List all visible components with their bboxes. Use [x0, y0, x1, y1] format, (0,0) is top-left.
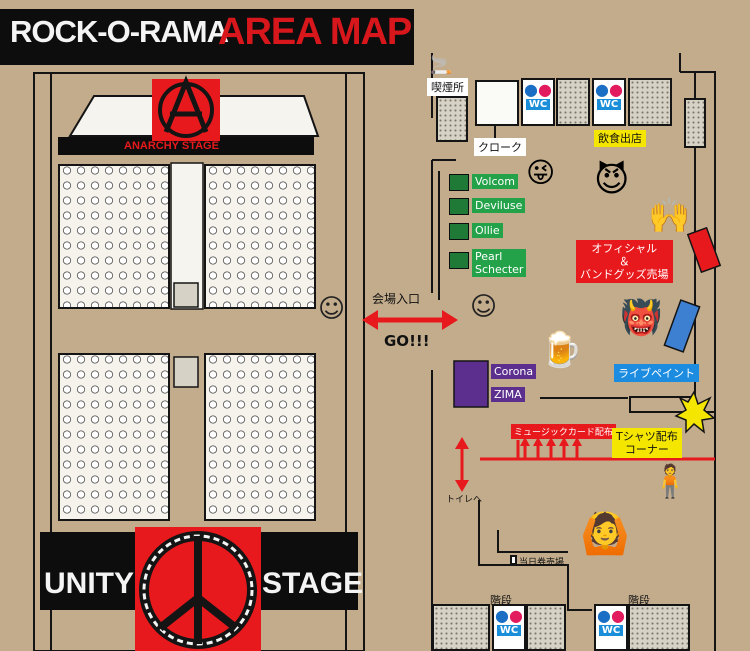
stairs-left — [432, 604, 490, 651]
cloakroom-label: クローク — [474, 138, 526, 156]
wc-stall-bottom-left — [526, 604, 566, 651]
crowd-area-anarchy-right — [204, 164, 316, 309]
music-card-label: ミュージックカード配布 — [511, 424, 616, 439]
wc-sign-top-right: ●● WC — [592, 78, 626, 126]
ticket-booth-marker — [510, 555, 517, 565]
title-bar — [0, 9, 414, 65]
green-booth-marker — [449, 252, 469, 269]
sponsor-zima: ZIMA — [491, 387, 525, 402]
crowd-area-anarchy-left — [58, 164, 170, 309]
entrance-label: 会場入口 — [372, 292, 421, 306]
sponsor-ollie: Ollie — [472, 223, 503, 238]
green-booth-marker — [449, 174, 469, 191]
corona-character-icon: 🍺 — [540, 330, 583, 370]
wc-label: WC — [597, 99, 621, 110]
wc-sign-bottom-right: ●● WC — [594, 604, 628, 651]
same-day-ticket-label: 当日券売場 — [519, 558, 565, 568]
food-area-label: 飲食出店 — [594, 130, 646, 147]
toilet-direction-label: トイレへ — [446, 495, 483, 505]
anarchy-stage-label: ANARCHY STAGE — [124, 140, 219, 152]
stairs-right — [628, 604, 690, 651]
character-icon: 😜 — [526, 156, 556, 189]
unity-stage-label-left: UNITY — [44, 567, 134, 600]
sponsor-volcom: Volcom — [472, 174, 518, 189]
smoking-area — [436, 96, 468, 142]
stairs-label-left: 階段 — [490, 594, 512, 607]
live-paint-label: ライブペイント — [614, 364, 699, 382]
crowd-area-unity-right — [204, 353, 316, 521]
wc-sign-top-left: ●● WC — [521, 78, 555, 126]
ticket-character-icon: 🙆 — [580, 511, 630, 557]
wc-label: WC — [599, 625, 623, 636]
official-goods-label: オフィシャル ＆ バンドグッズ売場 — [576, 240, 673, 283]
entrance-go-label: GO!!! — [384, 332, 430, 350]
sponsor-deviluse: Deviluse — [472, 198, 526, 213]
smoking-area-label: 喫煙所 — [427, 78, 468, 96]
crowd-area-unity-left — [58, 353, 170, 521]
green-booth-marker — [449, 223, 469, 240]
map-title-rock: ROCK-O-RAMA — [10, 14, 229, 49]
goods-character-icon: 🙌 — [648, 196, 691, 236]
wc-sign-bottom-left: ●● WC — [492, 604, 526, 651]
tshirt-character-icon: 🧍 — [650, 462, 690, 500]
sponsor-corona: Corona — [491, 364, 537, 379]
map-title-area-map: AREA MAP — [218, 11, 412, 53]
cloakroom-counter — [475, 80, 519, 126]
sponsor-pearl-schecter: Pearl Schecter — [472, 249, 527, 277]
wc-label: WC — [526, 99, 550, 110]
unity-stage-label-right: STAGE — [262, 567, 364, 600]
tshirt-corner-label: Tシャツ配布 コーナー — [612, 428, 682, 458]
wc-label: WC — [497, 625, 521, 636]
stairs-label-right: 階段 — [628, 594, 650, 607]
food-character-icon: 😈 — [594, 160, 630, 200]
storage-right — [684, 98, 706, 148]
live-paint-character-icon: 👹 — [620, 298, 663, 338]
wc-stall-top-left — [556, 78, 590, 126]
smoking-icon: 🚬 — [430, 55, 453, 76]
entrance-figure-left: ☺ — [318, 294, 346, 324]
entrance-figure-right: ☺ — [470, 292, 498, 322]
wc-stall-top-right — [628, 78, 672, 126]
green-booth-marker — [449, 198, 469, 215]
